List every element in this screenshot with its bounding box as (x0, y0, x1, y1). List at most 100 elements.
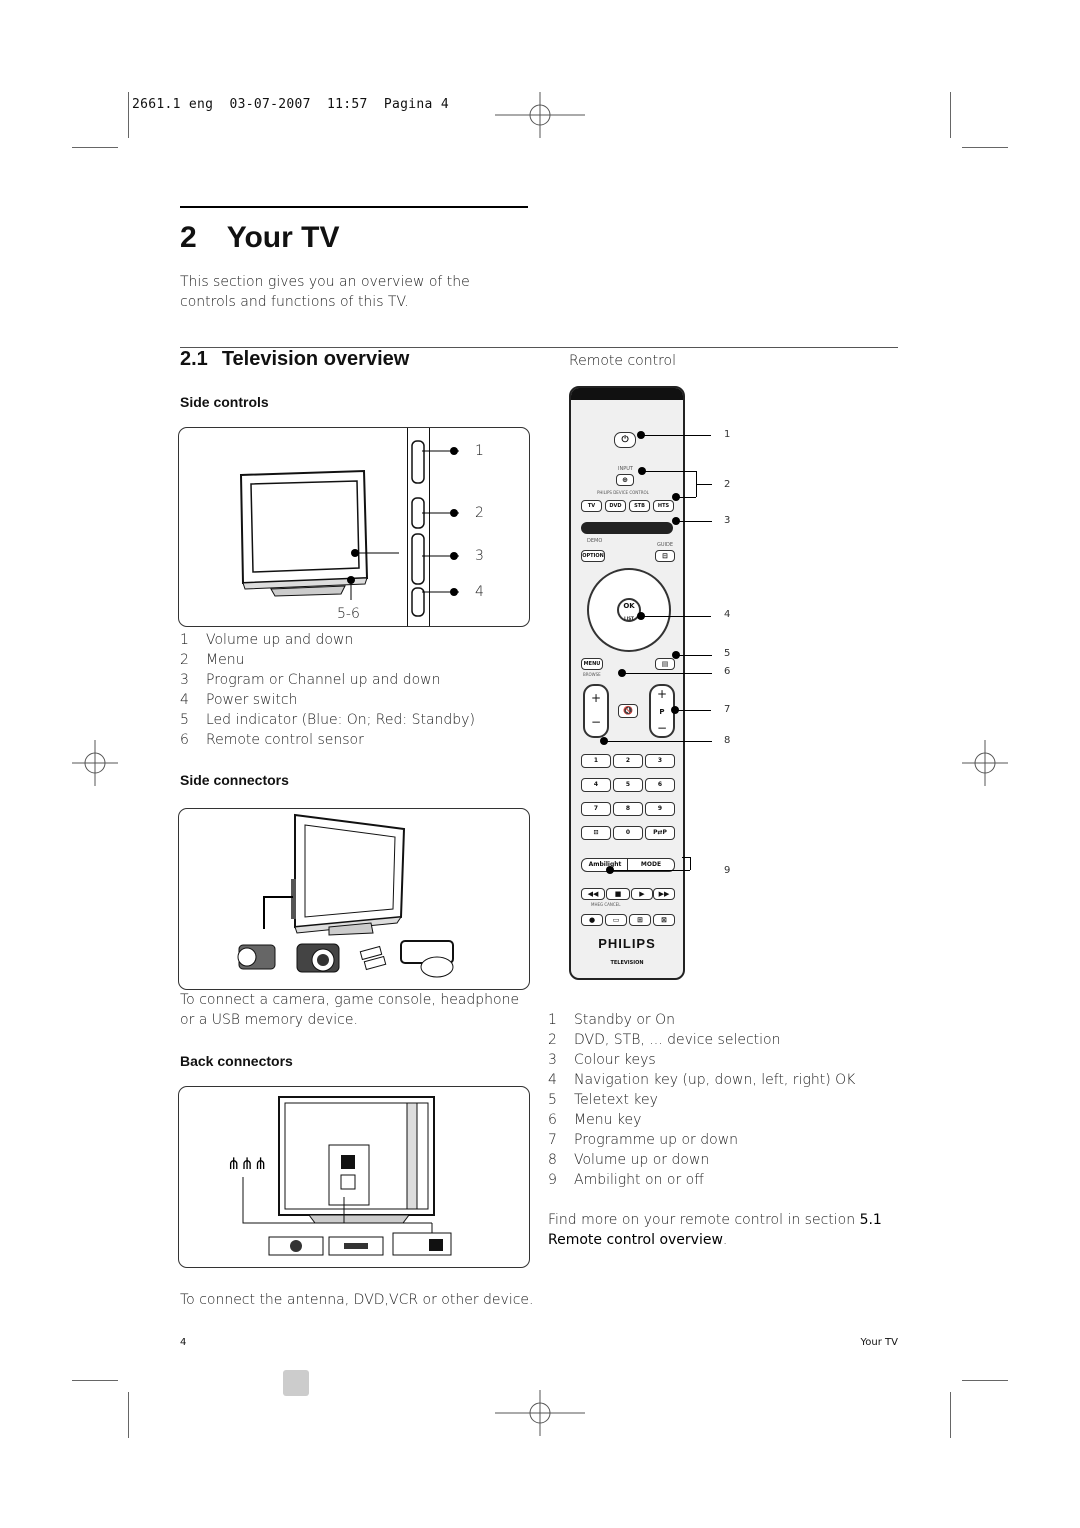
registration-mark-right (962, 740, 1008, 786)
registration-mark-bottom (495, 1390, 585, 1436)
remote-control-illustration: ⏻ INPUT ⊕ PHILIPS DEVICE CONTROL TV DVD … (569, 386, 685, 980)
registration-mark-left (72, 740, 118, 786)
print-header: 2661.1 eng 03-07-2007 11:57 Pagina 4 (132, 97, 449, 112)
grey-marker (283, 1370, 309, 1396)
remote-callout-7: 7 (724, 704, 731, 715)
subtitle-button: ▭ (605, 914, 627, 926)
menu-button: MENU (581, 658, 603, 670)
digit-6: 6 (645, 778, 675, 792)
record-button: ● (581, 914, 603, 926)
brand-subtitle: TELEVISION (610, 960, 644, 966)
remote-callout-1: 1 (724, 429, 731, 440)
remote-callout-9: 9 (724, 865, 731, 876)
side-connectors-heading: Side connectors (180, 772, 289, 788)
digit-0: 0 (613, 826, 643, 840)
remote-callout-4: 4 (724, 609, 731, 620)
brand-logo: PHILIPS (598, 936, 656, 951)
svg-text:⋔⋔⋔: ⋔⋔⋔ (227, 1154, 267, 1173)
remote-callout-5: 5 (724, 648, 731, 659)
side-connectors-figure (178, 808, 530, 990)
chapter-intro: This section gives you an overview of th… (180, 274, 470, 310)
digit-5: 5 (613, 778, 643, 792)
section-rule (180, 347, 898, 348)
remote-callout-3: 3 (724, 515, 731, 526)
teletext-button: ▤ (655, 658, 675, 670)
stop-button: ■ (606, 888, 630, 900)
hts-button: HTS (653, 500, 674, 512)
digit-8: 8 (613, 802, 643, 816)
back-connectors-caption: To connect the antenna, DVD,VCR or other… (180, 1292, 534, 1308)
guide-label: GUIDE (657, 542, 674, 548)
digit-3: 3 (645, 754, 675, 768)
option-button: OPTION (581, 550, 605, 562)
digit-1: 1 (581, 754, 611, 768)
stb-button: STB (629, 500, 650, 512)
input-label: INPUT (618, 466, 633, 472)
volume-rocker: +− (583, 684, 609, 738)
side-connectors-illustration (237, 813, 454, 978)
page-number: 4 (180, 1337, 187, 1348)
remote-callout-8: 8 (724, 735, 731, 746)
side-callout-1: 1 (475, 443, 484, 459)
side-controls-heading: Side controls (180, 394, 269, 410)
mheg-cancel-label: MHEG CANCEL (591, 902, 621, 907)
device-control-label: PHILIPS DEVICE CONTROL (597, 490, 649, 495)
info-button: ⊡ (581, 826, 611, 840)
back-connectors-figure: ⋔⋔⋔ (178, 1086, 530, 1268)
colour-keys (581, 522, 673, 534)
browse-label: BROWSE (583, 672, 601, 677)
side-connectors-caption: To connect a camera, game console, headp… (180, 992, 520, 1028)
remote-callout-6: 6 (724, 666, 731, 677)
dvd-button: DVD (605, 500, 626, 512)
side-callout-5-6: 5-6 (337, 606, 360, 622)
input-button: ⊕ (616, 474, 634, 486)
side-callout-4: 4 (475, 584, 484, 600)
side-callout-2: 2 (475, 505, 484, 521)
footer-section: Your TV (860, 1337, 898, 1348)
format-button: ⊠ (653, 914, 675, 926)
rewind-button: ◀◀ (581, 888, 605, 900)
demo-label: DEMO (587, 538, 603, 544)
digit-4: 4 (581, 778, 611, 792)
split-button: ⊞ (629, 914, 651, 926)
remote-more-info: Find more on your remote control in sect… (548, 1212, 882, 1248)
remote-overview-link[interactable]: Remote control overview (548, 1232, 723, 1248)
forward-button: ▶▶ (653, 888, 675, 900)
play-button: ▶ (631, 888, 653, 900)
digit-9: 9 (645, 802, 675, 816)
back-connectors-illustration: ⋔⋔⋔ (227, 1096, 452, 1256)
remote-title: Remote control (569, 353, 676, 369)
registration-mark-top (495, 92, 585, 138)
digit-2: 2 (613, 754, 643, 768)
tv-side-illustration (239, 428, 459, 626)
remote-callout-2: 2 (724, 479, 731, 490)
digit-7: 7 (581, 802, 611, 816)
guide-button: ⊟ (655, 550, 675, 562)
mode-button: MODE (627, 858, 675, 872)
tv-button: TV (581, 500, 602, 512)
side-callout-3: 3 (475, 548, 484, 564)
chapter-rule (180, 206, 528, 208)
previous-programme-button: P⇄P (645, 826, 675, 840)
standby-button: ⏻ (614, 432, 636, 448)
back-connectors-heading: Back connectors (180, 1053, 293, 1069)
